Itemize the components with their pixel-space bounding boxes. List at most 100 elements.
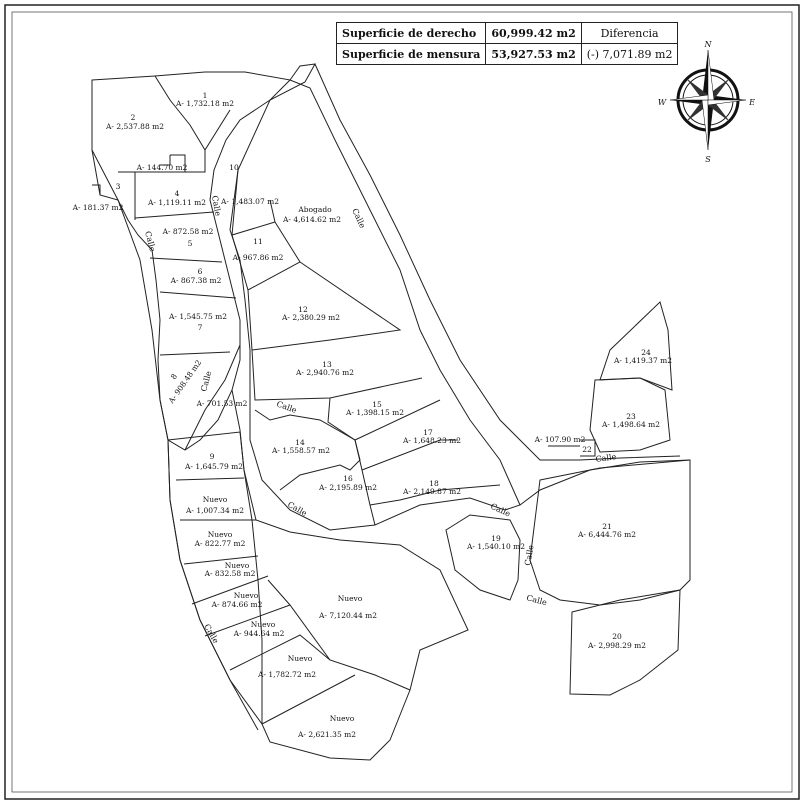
right-road-south: [519, 459, 691, 506]
nuevo-4-area: A- 874.66 m2: [211, 600, 263, 609]
street-label: Calle: [275, 399, 298, 415]
lot-17-id: 17: [423, 428, 433, 437]
street-label: Calle: [286, 500, 309, 518]
lot-16-area: A- 2,195.89 m2: [318, 483, 377, 492]
lot-16-id: 16: [343, 474, 353, 483]
summary-value-derecho: 60,999.42 m2: [485, 22, 582, 44]
lot-22-area: A- 107.90 m2: [534, 435, 586, 444]
street-label: Calle: [143, 230, 157, 253]
lot-9-id: 9: [210, 452, 215, 461]
lot-10-line: [231, 169, 276, 236]
lot-10-id: 10: [229, 163, 239, 172]
nuevo-2-line: [183, 555, 259, 565]
lot-abogado-area: A- 4,614.62 m2: [282, 215, 341, 224]
lot-7-area: A- 1,545.75 m2: [168, 312, 227, 321]
parcel-lines: [91, 63, 691, 761]
lot-11-area: A- 967.86 m2: [232, 253, 284, 262]
lot-15-id: 15: [372, 400, 382, 409]
lot-21-area: A- 6,444.76 m2: [577, 530, 636, 539]
street-label: Calle: [489, 502, 512, 519]
nuevo-4-line: [204, 604, 291, 637]
lot-abogado-id: Abogado: [297, 205, 332, 214]
lot-20-id: 20: [612, 632, 622, 641]
lot-11-line: [231, 221, 301, 291]
lot-4-line: [134, 211, 215, 219]
lot-24-area: A- 1,419.37 m2: [613, 356, 672, 365]
lot-18-area: A- 2,149.87 m2: [402, 487, 461, 496]
lot-18-line: [369, 484, 501, 506]
lot-19-id: 19: [491, 534, 501, 543]
summary-value-mensura: 53,927.53 m2: [485, 43, 582, 65]
street-label: Calle: [210, 195, 223, 217]
compass-n-label: N: [704, 40, 713, 49]
right-road-north: [314, 63, 681, 461]
compass-east-highlight: [707, 99, 747, 106]
lot-2-id: 2: [131, 113, 136, 122]
nuevo-5-id: Nuevo: [251, 620, 276, 629]
lot-5-area: A- 872.58 m2: [162, 227, 214, 236]
lot-144-box: [160, 154, 186, 172]
lot-4-area: A- 1,119.11 m2: [147, 198, 206, 207]
lot-16-line: [354, 439, 376, 526]
lot-6-area: A- 867.38 m2: [170, 276, 222, 285]
lot-17-line: [361, 439, 458, 471]
nuevo-6-line: [261, 674, 356, 725]
lot-4-id: 4: [175, 189, 180, 198]
lot-15-line: [327, 397, 441, 441]
lot-12-area: A- 2,380.29 m2: [281, 313, 340, 322]
lot-5-line: [149, 257, 223, 263]
lot-23-area: A- 1,498.64 m2: [601, 420, 660, 429]
street-label: Calle: [202, 623, 220, 646]
lot-8-id: 8: [169, 372, 179, 381]
lot-7-line: [159, 351, 231, 356]
nuevo-3-id: Nuevo: [225, 561, 250, 570]
nuevo-1-id: Nuevo: [203, 495, 228, 504]
lot-10-area: A- 1,483.07 m2: [220, 197, 279, 206]
nuevo-5-area: A- 944.64 m2: [233, 629, 285, 638]
lot-3-id: 3: [116, 182, 121, 191]
central-block-outline: [229, 79, 521, 531]
lot-181-area: A- 181.37 m2: [72, 203, 124, 212]
outer-border: [4, 4, 800, 800]
lot-15-area: A- 1,398.15 m2: [345, 408, 404, 417]
lot-13-area: A- 2,940.76 m2: [295, 368, 354, 377]
lot-144-area: A- 144.70 m2: [136, 163, 188, 172]
summary-label-derecho: Superficie de derecho: [335, 22, 486, 44]
lot-14-id: 14: [295, 438, 305, 447]
nuevo-1-area: A- 1,007.34 m2: [185, 506, 244, 515]
nuevo-2-id: Nuevo: [208, 530, 233, 539]
lot-181-box: [92, 184, 101, 195]
lot-8-line: [184, 344, 241, 451]
left-block-outline: [91, 63, 316, 451]
street-label: Calle: [523, 544, 536, 566]
lot-19-outline: [445, 514, 521, 601]
nuevo-big-area: A- 7,120.44 m2: [318, 611, 377, 620]
compass-north-highlight: [707, 49, 715, 101]
nuevo-5-line: [229, 634, 331, 671]
lot-20-outline: [569, 589, 681, 696]
lot-2-line: [135, 75, 206, 173]
lot-11-id: 11: [253, 237, 263, 246]
lot-1-line: [204, 109, 231, 151]
nuevo-6-area: A- 1,782.72 m2: [257, 670, 316, 679]
compass-w-label: W: [658, 98, 667, 107]
nuevo-2-area: A- 822.77 m2: [194, 539, 246, 548]
lot-24-id: 24: [641, 348, 651, 357]
lot-6-line: [159, 291, 237, 299]
compass-rose: N S E W: [658, 40, 755, 164]
lot-23-id: 23: [626, 412, 636, 421]
nuevo-6-id: Nuevo: [288, 654, 313, 663]
lot-2-area: A- 2,537.88 m2: [105, 122, 164, 131]
inner-border: [11, 11, 793, 793]
lot-24-outline: [599, 301, 673, 391]
nuevo-3-area: A- 832.58 m2: [204, 569, 256, 578]
compass-e-label: E: [748, 98, 755, 107]
lot-1-id: 1: [203, 91, 208, 100]
lot-12-id: 12: [298, 305, 308, 314]
lot-9-area: A- 1,645.79 m2: [184, 462, 243, 471]
street-label: Calle: [595, 452, 617, 464]
street-label: Calle: [525, 593, 548, 607]
lot-701-area: A- 701.53 m2: [196, 399, 248, 408]
summary-row-mensura: Superficie de mensura 53,927.53 m2 (-) 7…: [335, 43, 679, 65]
lot-5-id: 5: [188, 239, 193, 248]
